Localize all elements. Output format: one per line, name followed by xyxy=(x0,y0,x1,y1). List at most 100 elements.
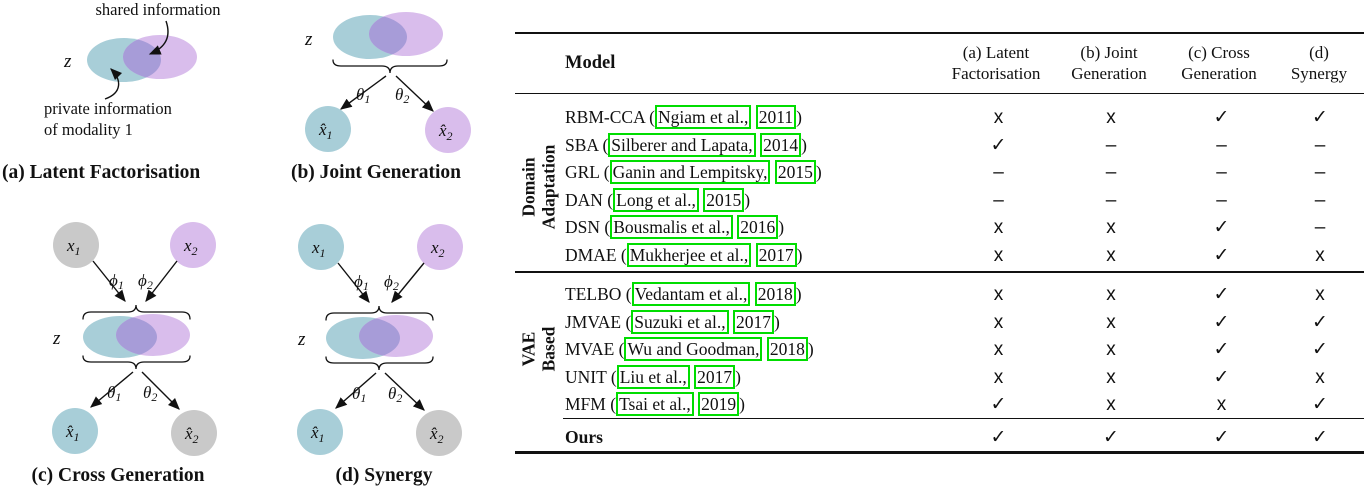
phi1-arrow xyxy=(337,262,370,303)
shared-overlap-region xyxy=(123,38,161,79)
mark-joint: x xyxy=(1106,284,1116,305)
phi1-arrow xyxy=(92,260,126,302)
private-information-arrow xyxy=(104,68,122,100)
citation-link-year[interactable]: 2017 xyxy=(755,242,797,267)
caption-d: (d) Synergy xyxy=(336,465,433,486)
mark-synergy: x xyxy=(1315,366,1325,388)
xhat2-label: x̂2 xyxy=(438,121,453,143)
citation-link-authors[interactable]: Wu and Goodman, xyxy=(624,337,763,361)
shared-overlap-region xyxy=(116,316,157,356)
x2-label: x2 xyxy=(430,238,445,260)
table-row: UNIT (Liu et al., 2017) x x ✓ x xyxy=(515,364,1364,392)
mark-latent: ✓ xyxy=(990,427,1007,448)
table-row: DSN (Bousmalis et al., 2016) x x ✓ – xyxy=(515,214,1364,242)
column-header-latent-factorisation: (a) Latent Factorisation xyxy=(951,43,1041,83)
mark-synergy: – xyxy=(1314,162,1326,183)
citation-link-year[interactable]: 2018 xyxy=(754,282,796,306)
diagram-synergy: x1 x2 ϕ1 ϕ2 z θ1 θ2 x̂1 x̂2 (d) Synergy xyxy=(297,224,463,486)
diagram-joint-generation: z θ1 θ2 x̂1 x̂2 (b) Joint Generation xyxy=(291,12,471,183)
citation-link-authors[interactable]: Mukherjee et al., xyxy=(626,242,752,267)
theta2-label: θ2 xyxy=(395,85,409,106)
table-row: MFM (Tsai et al., 2019) ✓ x x ✓ xyxy=(515,391,1364,419)
column-header-joint-generation: (b) Joint Generation xyxy=(1071,43,1147,83)
xhat2-node xyxy=(425,107,471,153)
x1-node xyxy=(53,222,99,268)
mark-joint: x xyxy=(1106,339,1116,360)
shared-information-arrow xyxy=(148,20,169,55)
citation-link-authors[interactable]: Silberer and Lapata, xyxy=(608,132,756,157)
mark-cross: – xyxy=(1216,189,1227,211)
z-label: z xyxy=(63,51,72,72)
phi2-label: ϕ2 xyxy=(138,271,153,292)
xhat1-node xyxy=(52,408,98,454)
citation-link-year[interactable]: 2019 xyxy=(698,392,740,416)
mark-joint: x xyxy=(1106,107,1116,128)
citation-link-authors[interactable]: Tsai et al., xyxy=(616,392,694,416)
mark-cross: ✓ xyxy=(1213,284,1230,305)
x1-node xyxy=(298,224,344,270)
citation-link-year[interactable]: 2018 xyxy=(766,337,808,361)
theta2-arrow xyxy=(384,372,425,411)
mark-synergy: ✓ xyxy=(1312,394,1328,415)
mark-latent: x xyxy=(993,311,1004,333)
table-row: DAN (Long et al., 2015) – – – – xyxy=(515,187,1364,215)
table-header-rule xyxy=(515,93,1364,94)
caption-c: (c) Cross Generation xyxy=(32,465,205,486)
mark-synergy: ✓ xyxy=(1312,427,1328,448)
over-brace xyxy=(82,304,191,320)
mark-cross: ✓ xyxy=(1213,366,1230,388)
column-header-synergy: (d) Synergy xyxy=(1290,43,1348,83)
citation-link-year[interactable]: 2015 xyxy=(774,160,816,184)
citation-link-year[interactable]: 2015 xyxy=(703,187,745,212)
citation-link-authors[interactable]: Bousmalis et al., xyxy=(610,215,733,239)
latent-venn xyxy=(83,314,190,358)
theta2-arrow xyxy=(395,75,434,112)
citation-link-authors[interactable]: Suzuki et al., xyxy=(631,309,729,334)
table-row: GRL (Ganin and Lempitsky, 2015) – – – – xyxy=(515,159,1364,187)
x2-node xyxy=(170,222,216,268)
mark-synergy: ✓ xyxy=(1312,339,1328,360)
citation-link-year[interactable]: 2017 xyxy=(733,309,775,334)
citation-link-year[interactable]: 2017 xyxy=(694,364,736,389)
citation-link-authors[interactable]: Ngiam et al., xyxy=(654,105,752,129)
mark-latent: x xyxy=(993,339,1004,360)
caption-b: (b) Joint Generation xyxy=(291,162,461,183)
table-top-rule xyxy=(515,32,1364,34)
xhat2-label: x̂2 xyxy=(429,424,444,446)
shared-information-label: shared information xyxy=(95,0,220,19)
mark-joint: ✓ xyxy=(1103,427,1119,448)
citation-link-year[interactable]: 2014 xyxy=(760,132,802,157)
phi1-label: ϕ1 xyxy=(109,271,124,292)
mark-latent: x xyxy=(993,217,1004,238)
table-bottom-rule xyxy=(515,451,1364,454)
table-section-rule xyxy=(515,271,1364,273)
phi2-arrow xyxy=(391,262,425,303)
phi1-label: ϕ1 xyxy=(354,272,369,293)
citation-link-authors[interactable]: Ganin and Lempitsky, xyxy=(609,160,771,184)
mark-latent: x xyxy=(993,244,1004,266)
citation-link-authors[interactable]: Liu et al., xyxy=(616,364,690,389)
x2-label: x2 xyxy=(183,236,198,258)
mark-joint: x xyxy=(1106,366,1116,388)
z-label: z xyxy=(297,329,306,350)
mark-synergy: ✓ xyxy=(1312,107,1328,128)
citation-link-year[interactable]: 2016 xyxy=(737,215,779,239)
mark-latent: – xyxy=(993,162,1004,183)
private-information-label-line2: of modality 1 xyxy=(44,120,133,139)
citation-link-year[interactable]: 2011 xyxy=(755,105,797,129)
citation-link-authors[interactable]: Long et al., xyxy=(613,187,699,212)
latent-venn xyxy=(87,35,197,82)
xhat2-node xyxy=(416,410,462,456)
theta2-label: θ2 xyxy=(388,384,402,405)
x1-label: x1 xyxy=(311,238,326,260)
mark-synergy: – xyxy=(1314,217,1326,238)
mark-synergy: x xyxy=(1315,244,1325,266)
xhat2-label: x̂2 xyxy=(184,424,199,446)
latent-venn xyxy=(333,12,443,59)
mark-synergy: – xyxy=(1314,189,1326,211)
mark-joint: – xyxy=(1105,162,1117,183)
citation-link-authors[interactable]: Vedantam et al., xyxy=(631,282,751,306)
phi2-label: ϕ2 xyxy=(384,272,399,293)
xhat2-node xyxy=(171,410,217,456)
shared-overlap-region xyxy=(359,317,400,357)
